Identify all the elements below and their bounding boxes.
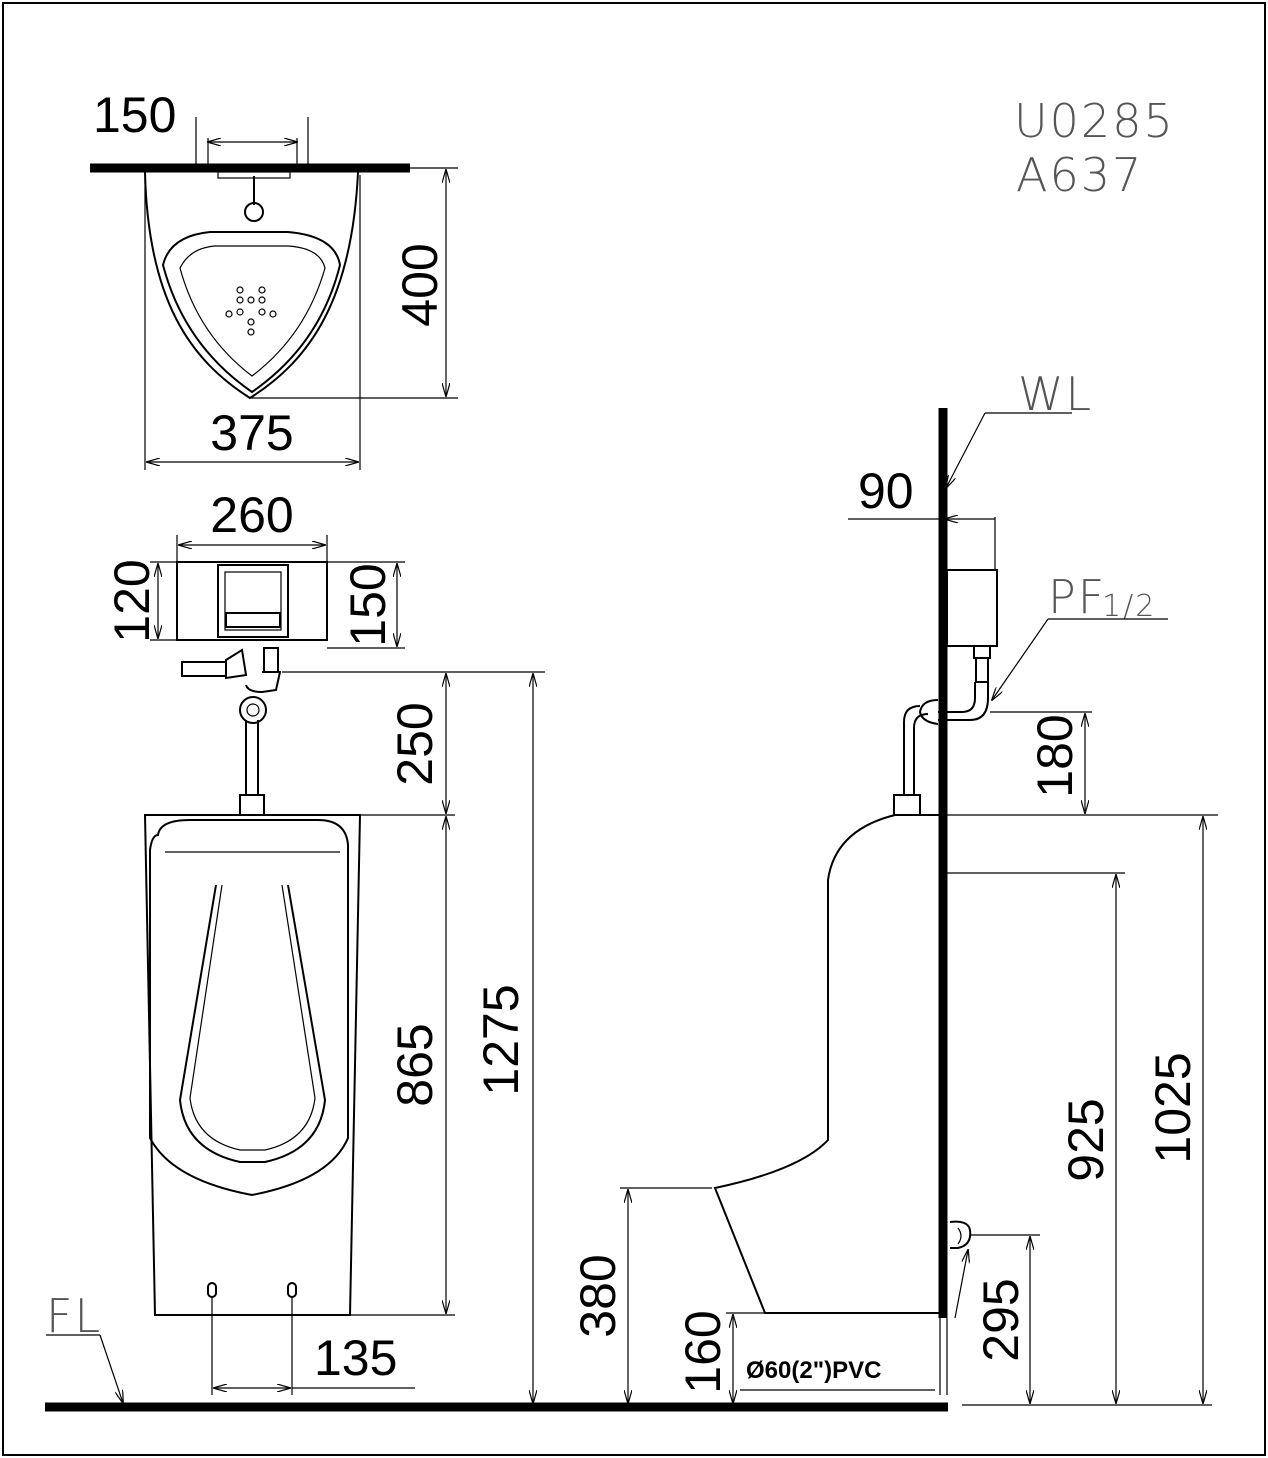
pipe-thread-sub-label: 1/2: [1102, 589, 1156, 624]
dim-side-lip-height: 380: [570, 1254, 626, 1337]
model-code: U0285: [1014, 94, 1175, 148]
dim-valve-to-urinal: 250: [387, 702, 443, 785]
dim-side-wall-offset: 90: [858, 463, 914, 519]
dim-side-outlet-height: 295: [973, 1278, 1029, 1361]
dim-top-width: 375: [210, 405, 293, 461]
pipe-thread-label: PF: [1048, 570, 1106, 624]
drain-holes: [225, 286, 277, 336]
dim-total-height: 1275: [473, 984, 529, 1095]
dim-valve-height-right: 150: [340, 563, 396, 646]
dim-valve-width: 260: [210, 487, 293, 543]
dim-side-drain-height: 160: [675, 1310, 731, 1393]
model-variant: A637: [1016, 148, 1143, 202]
dim-urinal-height: 865: [387, 1023, 443, 1106]
wall-line-label: WL: [1018, 367, 1093, 421]
top-view: 150 400 375: [90, 87, 458, 470]
dim-side-hanger-height: 925: [1058, 1098, 1114, 1181]
dim-valve-height-left: 120: [104, 559, 160, 642]
dim-side-valve-drop: 180: [1027, 714, 1083, 797]
side-view: WL 90 PF 1/2 180 925: [570, 367, 1218, 1406]
drain-note: Ø60(2")PVC: [746, 1357, 881, 1384]
dim-side-top-height: 1025: [1145, 1052, 1201, 1163]
dim-top-depth: 400: [392, 243, 448, 326]
front-view: 260 120 150 250 865: [46, 487, 545, 1403]
dim-spud-offset-width: 135: [314, 1330, 397, 1386]
floor-line-label: FL: [46, 1289, 102, 1343]
dim-top-spud-width: 150: [93, 87, 176, 143]
